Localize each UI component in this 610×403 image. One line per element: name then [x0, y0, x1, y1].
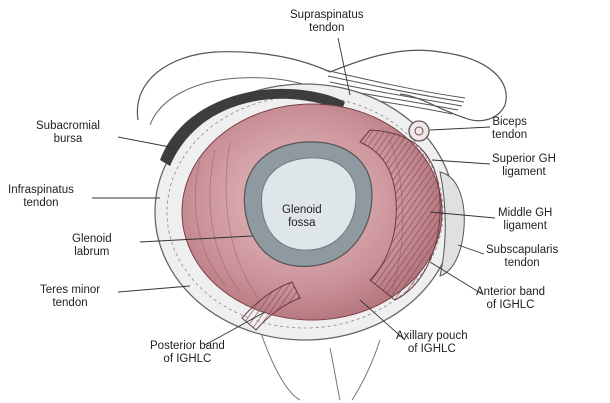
- scapular-neck: [260, 330, 380, 400]
- biceps-tendon-circle: [409, 121, 429, 141]
